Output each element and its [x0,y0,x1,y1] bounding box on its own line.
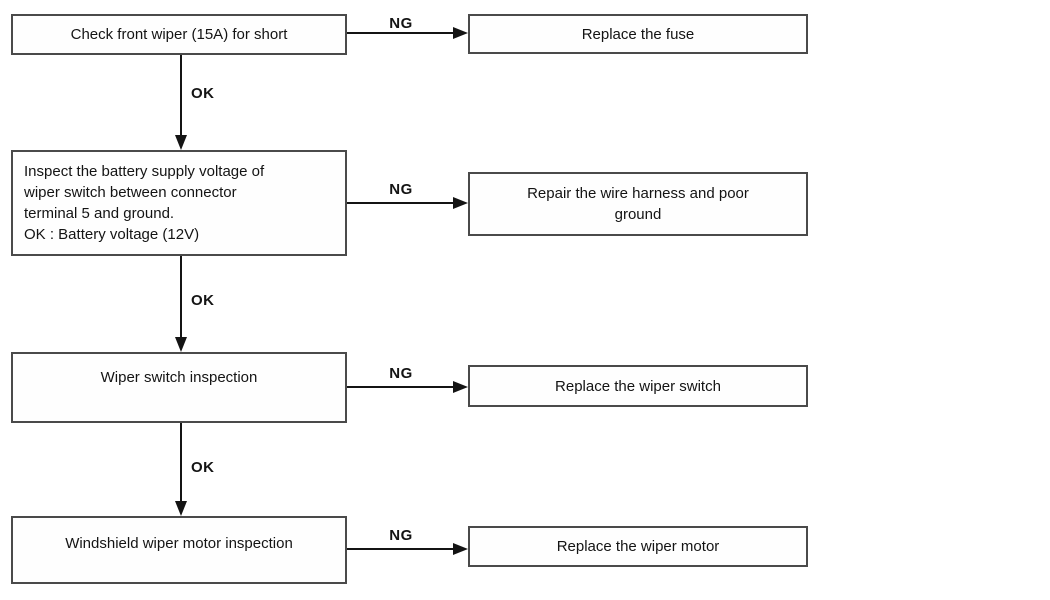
ok-label-3: OK [191,459,215,476]
arrowhead-right-icon [453,197,468,209]
replace-fuse-box: Replace the fuse [468,14,808,54]
ng-label-2: NG [389,181,413,198]
ok-connector-line-1 [180,55,182,137]
ng-label-3: NG [389,365,413,382]
battery-voltage-check-box: Inspect the battery supply voltage of wi… [11,150,347,256]
ng-connector-line-1 [347,32,454,34]
repair-harness-box: Repair the wire harness and poor ground [468,172,808,236]
wiper-motor-inspection-box: Windshield wiper motor inspection [11,516,347,584]
ng-connector-line-3 [347,386,454,388]
ng-label-1: NG [389,15,413,32]
ok-connector-line-3 [180,423,182,502]
check-fuse-box: Check front wiper (15A) for short [11,14,347,55]
arrowhead-down-icon [175,501,187,516]
arrowhead-right-icon [453,381,468,393]
ok-connector-line-2 [180,256,182,338]
ok-label-2: OK [191,292,215,309]
replace-wiper-switch-box: Replace the wiper switch [468,365,808,407]
arrowhead-right-icon [453,543,468,555]
ok-label-1: OK [191,85,215,102]
ng-label-4: NG [389,527,413,544]
arrowhead-down-icon [175,337,187,352]
wiper-switch-inspection-box: Wiper switch inspection [11,352,347,423]
arrowhead-right-icon [453,27,468,39]
ng-connector-line-4 [347,548,454,550]
arrowhead-down-icon [175,135,187,150]
ng-connector-line-2 [347,202,454,204]
replace-wiper-motor-box: Replace the wiper motor [468,526,808,567]
